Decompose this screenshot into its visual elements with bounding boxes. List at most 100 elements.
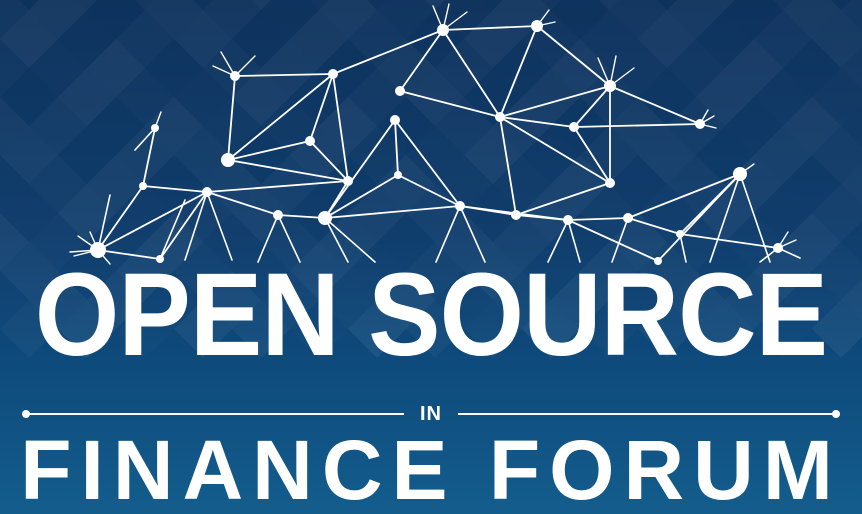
diamond-tile xyxy=(174,300,232,358)
network-node xyxy=(676,230,684,238)
diamond-tile xyxy=(261,155,319,213)
diamond-tile xyxy=(638,10,696,68)
divider-dot-right xyxy=(832,410,840,418)
network-node xyxy=(273,210,283,220)
diamond-tile xyxy=(377,155,435,213)
network-edge xyxy=(159,191,208,260)
network-edge xyxy=(399,29,444,92)
network-edge xyxy=(442,25,538,31)
network-edge xyxy=(97,191,208,251)
diamond-tile xyxy=(783,0,841,39)
network-edge xyxy=(536,25,611,87)
diamond-tile xyxy=(754,126,812,184)
diamond-tile xyxy=(116,10,174,68)
network-edge xyxy=(611,217,629,263)
diamond-tile xyxy=(406,184,464,242)
network-node xyxy=(305,136,315,146)
network-node xyxy=(437,24,449,36)
network-edge xyxy=(97,249,161,260)
network-node xyxy=(511,210,521,220)
network-edge xyxy=(499,25,538,118)
network-edge xyxy=(547,219,569,263)
network-node xyxy=(343,176,353,186)
network-node xyxy=(318,211,332,225)
network-node xyxy=(455,201,465,211)
network-edge xyxy=(442,29,501,118)
diamond-tile xyxy=(77,0,97,10)
network-edge xyxy=(142,127,156,187)
diamond-tile xyxy=(522,300,580,358)
network-edge xyxy=(332,73,349,182)
network-edge xyxy=(567,219,659,262)
network-edge xyxy=(206,191,279,216)
diamond-tile xyxy=(116,126,174,184)
divider-line-left xyxy=(26,413,404,415)
diamond-tile xyxy=(599,0,619,10)
network-edge xyxy=(159,199,186,260)
diamond-tile xyxy=(261,39,319,97)
diamond-tile xyxy=(551,271,609,329)
network-node xyxy=(623,213,633,223)
network-edge xyxy=(332,29,444,75)
network-edge xyxy=(515,182,611,216)
diamond-tile xyxy=(754,10,812,68)
network-edge xyxy=(324,174,399,219)
diamond-tile xyxy=(232,300,290,358)
diamond-tile xyxy=(58,184,116,242)
network-edge xyxy=(739,173,771,263)
network-node xyxy=(90,242,106,258)
diamond-tile xyxy=(580,68,638,126)
diamond-tile xyxy=(145,0,203,39)
divider-line-right xyxy=(458,413,836,415)
diamond-tile xyxy=(464,10,522,68)
diamond-tile xyxy=(29,271,87,329)
diamond-tile xyxy=(464,242,522,300)
diamond-tile xyxy=(319,0,377,39)
network-edge xyxy=(324,119,396,219)
network-edge xyxy=(324,205,461,219)
network-edge xyxy=(134,127,156,151)
network-node xyxy=(156,255,164,263)
network-edge xyxy=(184,191,208,261)
network-edge xyxy=(394,119,399,176)
diamond-tile xyxy=(348,300,406,358)
network-edge xyxy=(227,140,311,161)
diamond-tile xyxy=(174,10,232,68)
diamond-tile xyxy=(841,0,862,31)
network-node xyxy=(395,86,405,96)
diamond-tile xyxy=(145,97,203,155)
network-node xyxy=(390,115,400,125)
diamond-tile xyxy=(773,0,793,10)
diamond-tile xyxy=(609,0,667,39)
network-edge xyxy=(397,174,461,207)
diamond-tile xyxy=(551,39,609,97)
diamond-tile xyxy=(0,0,29,39)
diamond-tile xyxy=(29,0,87,39)
network-edge xyxy=(97,194,111,251)
diamond-tile xyxy=(290,126,348,184)
network-edge xyxy=(573,85,611,128)
network-edge xyxy=(277,214,326,219)
diamond-tile xyxy=(493,0,551,39)
diamond-tile xyxy=(58,300,116,358)
diamond-tile xyxy=(203,271,261,329)
connector-word: IN xyxy=(420,403,442,425)
network-node xyxy=(328,69,338,79)
network-edge xyxy=(234,73,334,77)
diamond-tile xyxy=(348,10,406,68)
diamond-tile xyxy=(174,126,232,184)
network-edge xyxy=(567,217,629,221)
network-edge xyxy=(499,116,575,128)
diamond-tile xyxy=(812,184,862,242)
diamond-tile xyxy=(715,0,735,10)
network-node xyxy=(139,182,147,190)
network-node xyxy=(569,122,579,132)
network-edge xyxy=(206,180,349,193)
network-node xyxy=(531,20,543,32)
diamond-tile xyxy=(377,271,435,329)
diamond-tile xyxy=(232,68,290,126)
diamond-tile xyxy=(493,213,551,271)
diamond-tile xyxy=(0,242,58,300)
